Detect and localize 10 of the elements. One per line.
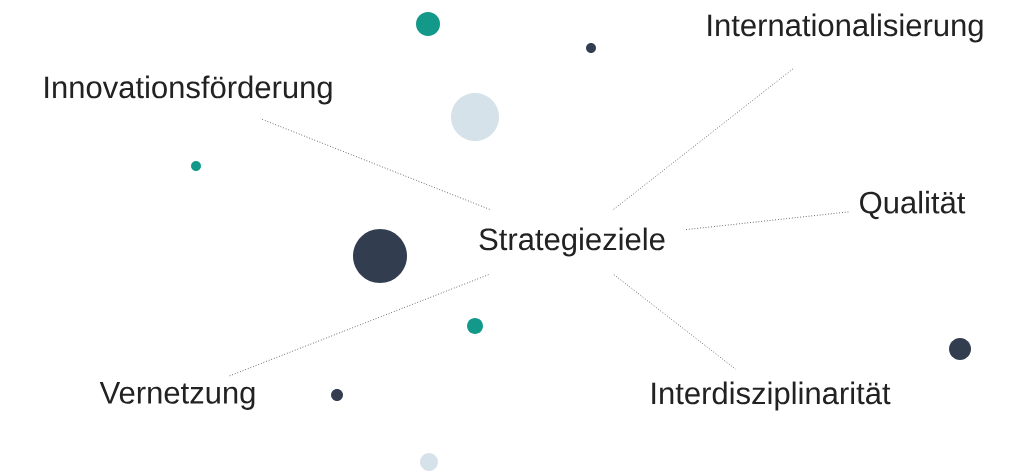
label-text: Interdisziplinarität: [652, 381, 891, 411]
connector-line: [613, 274, 737, 370]
label-text: Vernetzung: [99, 382, 255, 410]
label-text: Internationalisierung: [708, 13, 983, 43]
label-text: Strategieziele: [479, 227, 665, 257]
connector-line: [613, 68, 794, 210]
label-text: Qualität: [860, 190, 966, 220]
label-text: Innovationsförderung: [45, 75, 332, 105]
connector-line: [259, 118, 490, 210]
connector-line: [685, 211, 851, 230]
